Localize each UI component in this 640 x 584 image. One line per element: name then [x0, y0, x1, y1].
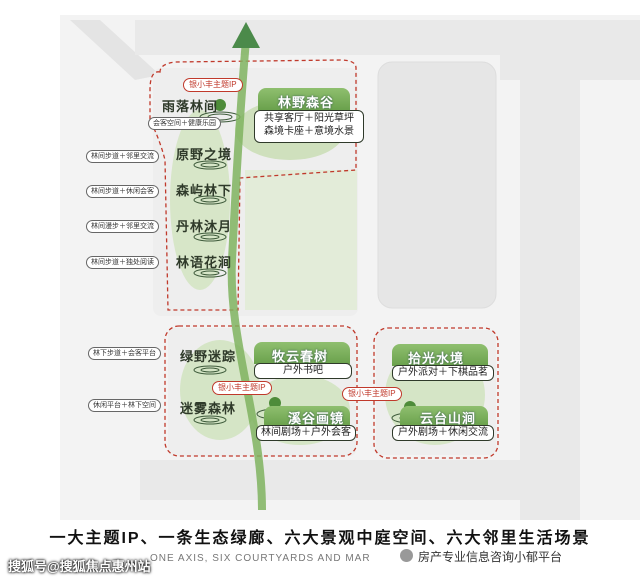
panel-features: 户外派对＋下棋品茗 [392, 365, 494, 381]
zone-label: 森屿林下 [176, 183, 233, 198]
panel-title: 云台山涧 [420, 411, 477, 426]
panel-line: 森境卡座＋意境水景 [264, 126, 354, 137]
road-northeast [500, 20, 640, 80]
panel-header [264, 406, 350, 426]
panel-line: 林间剧场＋户外会客 [261, 427, 351, 438]
feature-note: 林下步道＋会客平台 [88, 347, 161, 360]
block-northeast [377, 61, 497, 309]
panel-features: 户外书吧 [254, 363, 352, 379]
ip-tag: 银小丰主题IP [342, 387, 402, 401]
feature-note: 林间步道＋独处阅读 [86, 256, 159, 269]
zone-label: 绿野迷踪 [180, 349, 237, 364]
panel-line: 户外书吧 [283, 365, 323, 376]
feature-note: 林间步道＋邻里交流 [86, 150, 159, 163]
boundary-north [149, 59, 357, 311]
panel-line: 户外剧场＋休闲交流 [398, 427, 488, 438]
zone-label: 迷雾森林 [180, 401, 237, 416]
tree-cluster-2 [170, 110, 230, 290]
feature-note: 林间步道＋休闲会客 [86, 185, 159, 198]
zone-label: 林语花涧 [176, 255, 233, 270]
feature-note: 会客空间＋健康乐园 [148, 117, 221, 130]
panel-title: 溪谷画镜 [288, 411, 345, 426]
panel-line: 共享客厅＋阳光草坪 [264, 113, 354, 124]
panel-title: 牧云春树 [272, 349, 329, 364]
boundary-southwest [164, 325, 358, 457]
watermark-left: 搜狐号@搜狐焦点惠州站 [8, 559, 151, 574]
zone-label: 原野之境 [176, 147, 233, 162]
panel-header [258, 88, 350, 110]
panel-header [400, 406, 488, 426]
panel-features: 共享客厅＋阳光草坪 森境卡座＋意境水景 [254, 110, 364, 143]
watermark-right: 房产专业信息咨询小郁平台 [418, 550, 563, 564]
caption-subtitle: ONE AXIS, SIX COURTYARDS AND MAR [150, 553, 371, 564]
caption-title: 一大主题IP、一条生态绿廊、六大景观中庭空间、六大邻里生活场景 [49, 530, 591, 547]
zone-label: 雨落林间 [162, 99, 219, 114]
road-northwest [70, 20, 160, 80]
panel-title: 林野森谷 [278, 95, 335, 110]
feature-note: 休闲平台＋林下空间 [88, 399, 161, 412]
panel-header [254, 342, 350, 364]
panel-header [392, 344, 488, 366]
wechat-icon [400, 549, 413, 562]
green-lawn [245, 170, 357, 310]
eco-corridor [227, 39, 266, 511]
zone-label: 丹林沐月 [176, 219, 233, 234]
panel-line: 户外派对＋下棋品茗 [398, 367, 488, 378]
panel-features: 户外剧场＋休闲交流 [392, 425, 494, 441]
ip-tag: 银小丰主题IP [183, 78, 243, 92]
boundary-southeast [373, 327, 499, 459]
road-east [520, 80, 580, 520]
road-south [140, 460, 520, 500]
corridor-arrowhead [232, 22, 260, 48]
panel-features: 林间剧场＋户外会客 [256, 425, 356, 441]
ip-tag: 银小丰主题IP [212, 381, 272, 395]
feature-note: 林间漫步＋邻里交流 [86, 220, 159, 233]
panel-title: 拾光水境 [408, 351, 465, 366]
road-north [135, 20, 545, 55]
